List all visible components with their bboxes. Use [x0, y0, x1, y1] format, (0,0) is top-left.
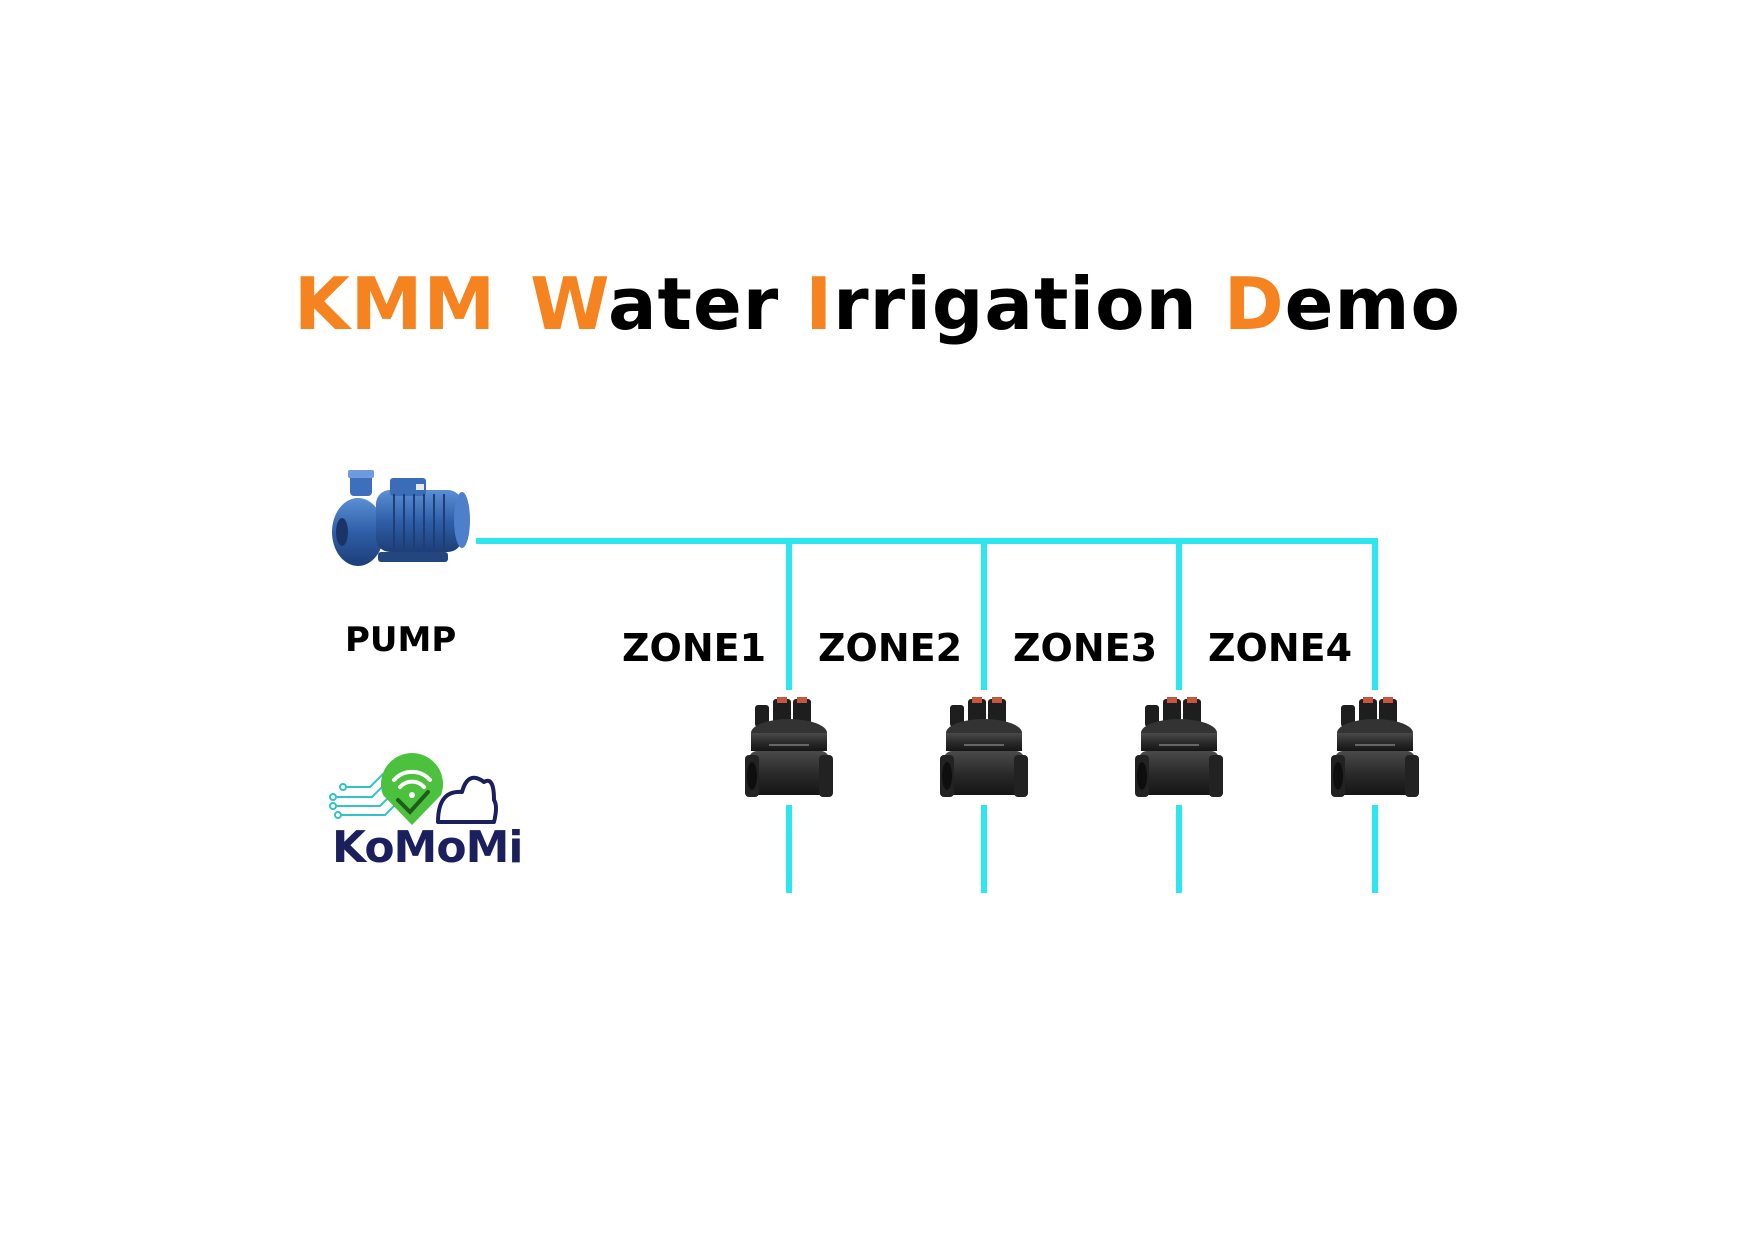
komomi-logo [329, 753, 498, 825]
pipe-network [476, 538, 1378, 893]
valve-icon-zone1 [744, 696, 834, 798]
cloud-icon [436, 775, 498, 824]
wifi-icon [392, 769, 432, 798]
location-pin-icon [380, 753, 443, 825]
title-i: I [805, 262, 834, 346]
zone2-label: ZONE2 [818, 626, 963, 670]
page-title: KMM Water Irrigation Demo [0, 262, 1755, 346]
title-w: W [530, 262, 608, 346]
valve-icon-zone2 [939, 696, 1029, 798]
title-rrigation: rrigation [833, 262, 1198, 346]
title-kmm: KMM [294, 262, 497, 346]
title-d: D [1223, 262, 1285, 346]
komomi-logo-text: KoMoMi [332, 822, 523, 873]
title-ater: ater [607, 262, 780, 346]
valve-icon-zone3 [1134, 696, 1224, 798]
zone4-label: ZONE4 [1208, 626, 1353, 670]
pump-icon [332, 470, 470, 566]
zone3-label: ZONE3 [1013, 626, 1158, 670]
pump-label: PUMP [345, 620, 457, 660]
checkmark-icon [396, 790, 430, 815]
title-emo: emo [1284, 262, 1461, 346]
valve-icon-zone4 [1330, 696, 1420, 798]
zone1-label: ZONE1 [622, 626, 767, 670]
